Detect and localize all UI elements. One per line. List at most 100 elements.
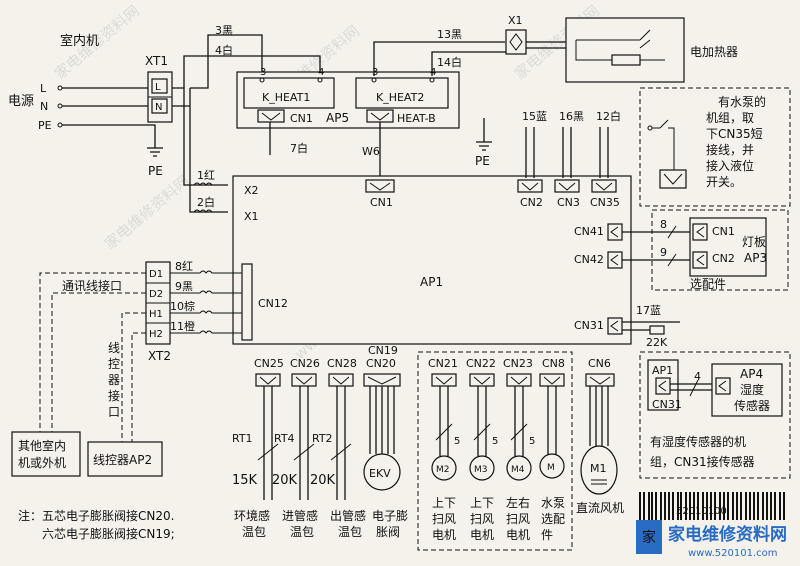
sensor-name: 温包 — [338, 525, 362, 539]
svg-text:CN20: CN20 — [366, 357, 396, 370]
svg-text:M1: M1 — [590, 462, 607, 475]
ap1-cn1-label: CN1 — [370, 196, 393, 209]
connector-cn21: CN21 — [428, 357, 458, 387]
wire-14-label: 14白 — [437, 55, 462, 69]
wired-ctrl-char: 接 — [108, 388, 120, 403]
svg-text:M: M — [547, 463, 555, 473]
humidity-cn31-label: CN31 — [652, 398, 682, 411]
ap5-cn1-label: CN1 — [290, 112, 313, 125]
svg-text:上下: 上下 — [432, 496, 456, 510]
bottom-connector-row: CN25 CN26 CN28 CN19 CN20 CN21 CN22 CN23 … — [232, 344, 624, 551]
other-unit-line: 其他室内 — [18, 438, 66, 453]
svg-text:5: 5 — [454, 436, 460, 447]
note-line: 注：五芯电子膨胀阀接CN20. — [18, 508, 174, 523]
svg-text:直流风机: 直流风机 — [576, 501, 624, 515]
term-H2: H2 — [149, 329, 163, 340]
svg-text:水泵: 水泵 — [541, 496, 565, 510]
footer-logo — [636, 520, 662, 554]
cn35-label: CN35 — [590, 196, 620, 209]
humidity-sensor-line: 湿度 — [740, 382, 764, 397]
sensor-name: 温包 — [290, 525, 314, 539]
controller-box — [87, 441, 163, 477]
motor-m4: 5 M4 左右 扫风 电机 — [506, 386, 535, 542]
svg-text:左右: 左右 — [506, 495, 530, 510]
wire-13-label: 13黑 — [437, 28, 462, 41]
wire-8-num: 8 — [660, 218, 667, 231]
barcode: 52010100 — [639, 492, 785, 520]
term-H1: H1 — [149, 309, 163, 320]
ap1-x1-label: X1 — [244, 210, 259, 223]
svg-text:扫风: 扫风 — [470, 512, 494, 526]
wire-17-label: 17蓝 — [636, 304, 661, 317]
wire-8-label: 8红 — [175, 260, 193, 273]
cn3-label: CN3 — [557, 196, 580, 209]
rt2-value: 20K — [310, 473, 336, 488]
pump-note-line: 有水泵的 — [718, 94, 766, 109]
watermark-text: 家电维修资料网 — [101, 172, 193, 253]
sensor-name: 进管感 — [282, 508, 318, 523]
ap3-cn1-label: CN1 — [712, 225, 735, 238]
wire-9-num: 9 — [660, 246, 667, 259]
ap5-board: 3 4 3 4 K_HEAT1 K_HEAT2 CN1 AP5 HEAT-B 7… — [236, 67, 460, 180]
ap4-label: AP4 — [740, 367, 763, 381]
svg-text:选配: 选配 — [541, 512, 565, 526]
sensor-name: 出管感 — [330, 508, 366, 523]
terminal-L: L — [40, 82, 47, 95]
cn31-label: CN31 — [574, 319, 604, 332]
humidity-note-line: 有湿度传感器的机 — [650, 434, 746, 449]
connector-cn23: CN23 — [503, 357, 533, 387]
top-connectors: 15蓝 CN2 16黑 CN3 12白 CN35 — [517, 109, 621, 209]
svg-text:CN19: CN19 — [368, 344, 398, 357]
terminal-N: N — [40, 100, 48, 113]
pump-note-line: 接线，并 — [706, 142, 754, 157]
cn42-label: CN42 — [574, 253, 604, 266]
wire-2-label: 2白 — [197, 195, 215, 209]
svg-text:CN8: CN8 — [542, 357, 565, 370]
heater-section: X1 电加热器 — [505, 14, 738, 83]
motor-m2: 5 M2 上下 扫风 电机 — [431, 386, 460, 542]
connector-cn28: CN28 — [327, 357, 357, 387]
wire-3-label: 3黑 — [215, 24, 233, 37]
ap5-label: AP5 — [326, 111, 349, 125]
pump-note-line: 接入液位 — [706, 158, 754, 173]
other-unit-box — [11, 431, 81, 477]
k-heat2-label: K_HEAT2 — [376, 91, 424, 104]
svg-text:M4: M4 — [511, 465, 525, 475]
wired-ctrl-char: 控 — [108, 357, 120, 371]
terminal-PE: PE — [38, 119, 52, 132]
svg-text:CN6: CN6 — [588, 357, 611, 370]
ap5-pin: 3 — [260, 67, 266, 78]
wired-ctrl-char: 线 — [108, 341, 120, 355]
wire-1-label: 1红 — [197, 169, 215, 182]
rt2-label: RT2 — [312, 432, 333, 445]
x1-connector-label: X1 — [508, 14, 523, 27]
svg-text:上下: 上下 — [470, 496, 494, 510]
note-line: 六芯电子膨胀阀接CN19; — [42, 526, 175, 541]
ap5-pin: 4 — [318, 67, 324, 78]
humidity-section: AP1 CN31 4 AP4 湿度 传感器 有湿度传感器的机 组，CN31接传感… — [639, 351, 791, 479]
comm-section: 通讯线接口 D1 D2 H1 H2 XT2 8红 9黑 10棕 11橙 CN12… — [11, 260, 288, 477]
svg-text:5: 5 — [529, 436, 535, 447]
footer-site: 家电维修资料网 — [668, 524, 787, 545]
svg-text:CN28: CN28 — [327, 357, 357, 370]
svg-text:M2: M2 — [436, 465, 450, 475]
heater-label: 电加热器 — [690, 45, 738, 59]
svg-text:M3: M3 — [474, 465, 488, 475]
rt4-value: 20K — [272, 473, 298, 488]
option-label: 选配件 — [690, 277, 726, 291]
wire-7-label: 7白 — [290, 141, 308, 155]
ap1-board: AP1 X2 X1 1红 2白 CN1 PE — [190, 118, 632, 345]
svg-text:扫风: 扫风 — [506, 512, 530, 526]
fan-motor: M1 直流风机 — [576, 386, 624, 515]
svg-text:CN25: CN25 — [254, 357, 284, 370]
k-heat1-label: K_HEAT1 — [262, 91, 310, 104]
svg-text:CN26: CN26 — [290, 357, 320, 370]
pump-note-line: 机组，取 — [706, 111, 754, 125]
svg-text:电机: 电机 — [470, 528, 494, 542]
connector-cn25: CN25 — [254, 357, 284, 387]
option-section: CN41 CN42 8 9 CN1 CN2 灯板 AP3 选配件 — [574, 209, 789, 291]
rt1-label: RT1 — [232, 432, 253, 445]
svg-text:5: 5 — [492, 436, 498, 447]
pump-note: 有水泵的 机组，取 下CN35短 接线，并 接入液位 开关。 — [639, 87, 791, 207]
